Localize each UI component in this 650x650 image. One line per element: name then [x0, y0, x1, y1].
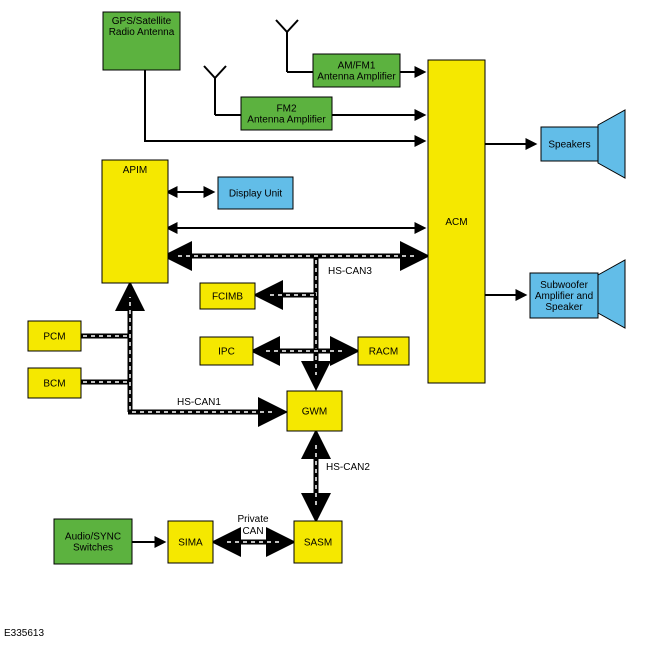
- node-box: [427, 59, 486, 384]
- node-acm: ACM: [427, 59, 486, 384]
- node-label: SIMA: [178, 538, 203, 549]
- node-label: FCIMB: [212, 292, 243, 303]
- node-label: Switches: [73, 543, 113, 554]
- node-label: Audio/SYNC: [65, 532, 121, 543]
- bus-label-hs-can2: HS-CAN2: [326, 462, 370, 473]
- node-box: [286, 390, 343, 432]
- node-box: [293, 520, 343, 564]
- node-box: [217, 176, 294, 210]
- node-box: [357, 336, 410, 366]
- node-box: [540, 126, 599, 162]
- node-sima: SIMA: [167, 520, 214, 564]
- bus-label-private: Private: [237, 514, 269, 525]
- node-box: [199, 336, 254, 366]
- node-label: GWM: [302, 407, 328, 418]
- node-label: Antenna Amplifier: [317, 72, 396, 83]
- node-label: PCM: [43, 332, 65, 343]
- node-label: Speaker: [545, 302, 583, 313]
- node-fcimb: FCIMB: [199, 282, 256, 310]
- subwoofer-horn-icon: [597, 259, 626, 329]
- bus-hs-can1: [81, 281, 288, 427]
- node-pcm: PCM: [27, 320, 82, 352]
- node-label: Radio Antenna: [109, 27, 175, 38]
- node-speakers: Speakers: [540, 126, 599, 162]
- node-box: [101, 159, 169, 284]
- node-box: [199, 282, 256, 310]
- node-label: Antenna Amplifier: [247, 115, 326, 126]
- node-label: FM2: [277, 104, 297, 115]
- node-label: Display Unit: [229, 189, 283, 200]
- bus-label-can: CAN: [242, 526, 263, 537]
- node-label: ACM: [445, 217, 467, 228]
- node-box: [312, 53, 401, 88]
- node-box: [27, 320, 82, 352]
- node-gwm: GWM: [286, 390, 343, 432]
- node-box: [167, 520, 214, 564]
- node-sasm: SASM: [293, 520, 343, 564]
- antenna-icon-fm2: [203, 65, 227, 115]
- node-box: [529, 272, 599, 319]
- node-label: SASM: [304, 538, 332, 549]
- node-label: AM/FM1: [338, 61, 376, 72]
- node-box: [102, 11, 181, 71]
- figure-id: E335613: [4, 628, 45, 639]
- node-label: Amplifier and: [535, 291, 593, 302]
- node-label: BCM: [43, 379, 65, 390]
- node-display: Display Unit: [217, 176, 294, 210]
- bus-label-hs-can3: HS-CAN3: [328, 266, 372, 277]
- node-label: IPC: [218, 347, 235, 358]
- node-box: [240, 96, 333, 131]
- node-box: [53, 518, 133, 565]
- node-box: [27, 367, 82, 399]
- node-racm: RACM: [357, 336, 410, 366]
- connector-gps-acm: [144, 70, 427, 147]
- node-ipc: IPC: [199, 336, 254, 366]
- antenna-icon-amfm1: [275, 19, 299, 72]
- node-label: APIM: [123, 165, 147, 176]
- bus-hs-can3: [162, 241, 430, 391]
- node-label: Speakers: [548, 140, 590, 151]
- node-label: GPS/Satellite: [112, 16, 172, 27]
- bus-label-hs-can1: HS-CAN1: [177, 397, 221, 408]
- node-label: RACM: [369, 347, 398, 358]
- node-apim: APIM: [101, 159, 169, 284]
- node-label: Subwoofer: [540, 280, 588, 291]
- node-bcm: BCM: [27, 367, 82, 399]
- speaker-horn-icon: [597, 109, 626, 179]
